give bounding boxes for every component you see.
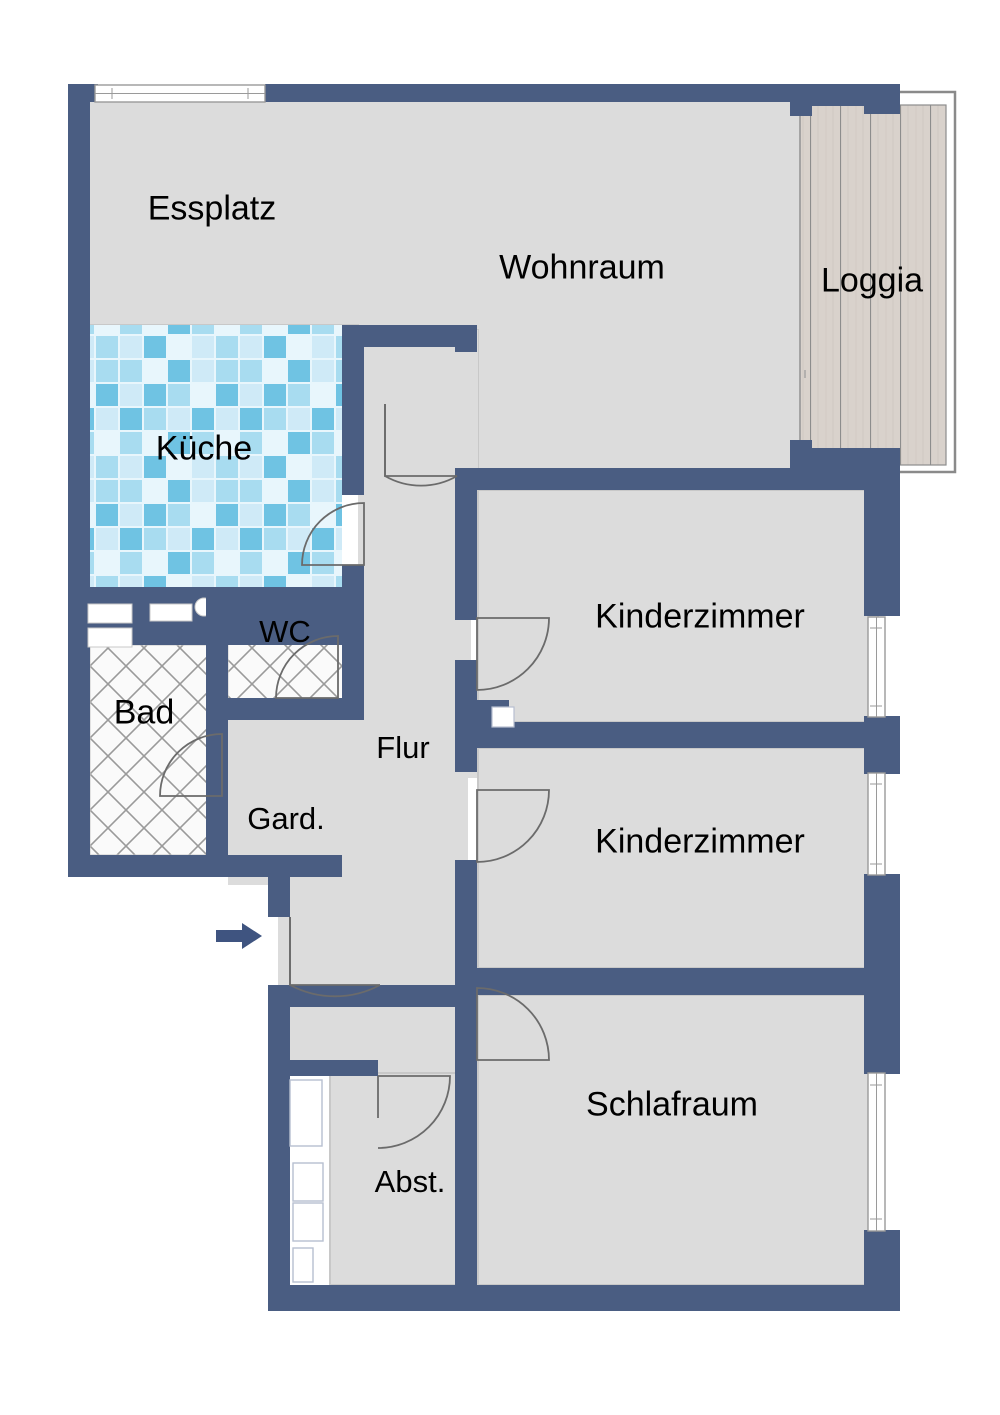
jamb-hall-lower — [455, 1010, 477, 1060]
wall-kitchen-right-upper — [342, 325, 364, 495]
wall-right-b — [864, 716, 900, 774]
window-essplatz — [95, 85, 265, 102]
niche-2 — [293, 1163, 323, 1201]
wall-entry-left — [268, 985, 290, 1285]
hall-floor-gard — [228, 718, 356, 868]
fixture-cabinet-2 — [88, 628, 132, 647]
wall-hall-top — [364, 325, 477, 347]
fixture-bathtub — [150, 604, 192, 621]
wall-abst-top-2 — [290, 1060, 378, 1076]
window-schlafraum — [868, 1073, 885, 1231]
wall-bath-right — [206, 645, 228, 720]
wall-right-c — [864, 874, 900, 1074]
bath-floor — [90, 645, 222, 855]
wall-hall-right-c — [455, 660, 477, 772]
wall-wc-bottom — [206, 698, 364, 720]
wall-loggia-bottom — [790, 448, 900, 472]
wall-left-kitchen — [68, 325, 90, 595]
wall-bath-right-lower — [206, 718, 228, 868]
wall-right-d — [864, 1230, 900, 1311]
niche-kz1 — [492, 707, 514, 727]
kinderzimmer-2-floor — [478, 748, 878, 968]
wall-kz1-kz2 — [477, 722, 885, 748]
wall-right-a — [864, 468, 900, 616]
kinderzimmer-1-floor — [478, 490, 878, 722]
hall-floor-upper — [358, 330, 471, 720]
window-kinderzimmer-1 — [868, 617, 885, 717]
wall-bottom-outer — [268, 1285, 900, 1311]
wall-abst-right — [455, 1060, 477, 1288]
loggia-floor — [800, 105, 946, 465]
wall-kz2-schlaf — [477, 968, 885, 995]
wall-gard-bottom — [222, 855, 342, 877]
wall-left-outer-upper — [68, 84, 90, 334]
wall-loggia-left-upper — [790, 84, 812, 116]
window-kinderzimmer-2 — [868, 773, 885, 875]
niche-1 — [290, 1080, 322, 1146]
niche-3 — [293, 1203, 323, 1241]
wall-hall-right-b — [455, 480, 477, 610]
niche-4 — [293, 1248, 313, 1282]
abst-floor — [330, 1073, 470, 1285]
schlafraum-floor — [478, 995, 878, 1285]
wall-entry-upper — [268, 877, 290, 917]
wall-hall-right-d — [455, 860, 477, 1010]
jamb-kz1-a — [455, 610, 477, 620]
fixture-cabinet-1 — [88, 604, 132, 623]
entrance-direction-arrow — [216, 923, 262, 949]
